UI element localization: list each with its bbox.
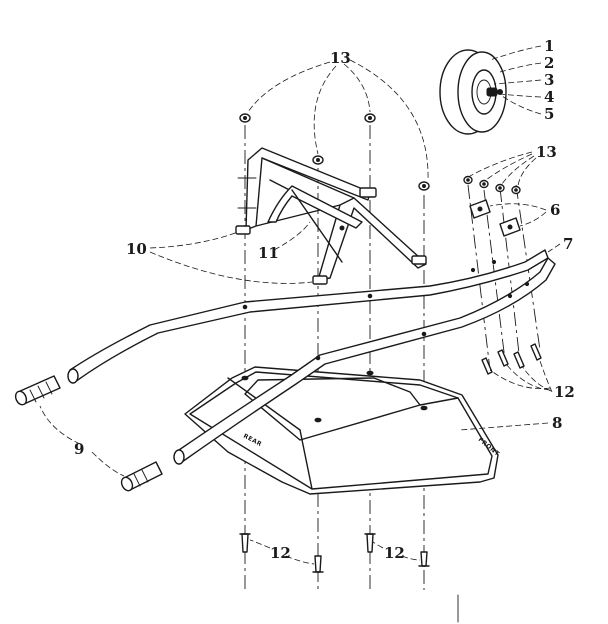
callout-3: 3 bbox=[544, 71, 554, 89]
callout-1: 1 bbox=[544, 37, 554, 55]
callout-12-right: 12 bbox=[554, 383, 575, 401]
wheelbarrow-tray: REAR FRONT bbox=[184, 366, 501, 495]
callout-13-right: 13 bbox=[536, 143, 557, 161]
hex-nuts bbox=[239, 113, 521, 195]
wheel-assembly bbox=[439, 49, 507, 135]
axle-brackets bbox=[469, 199, 521, 237]
callout-9: 9 bbox=[74, 440, 84, 458]
hand-grips bbox=[14, 375, 163, 492]
handle-frame bbox=[67, 249, 556, 465]
callout-4: 4 bbox=[544, 88, 554, 106]
callout-13-top: 13 bbox=[330, 49, 351, 67]
callout-12-bottom-left: 12 bbox=[270, 544, 291, 562]
callout-8: 8 bbox=[552, 414, 562, 432]
callout-12-bottom-right: 12 bbox=[384, 544, 405, 562]
bolts-right bbox=[481, 343, 542, 375]
callout-6: 6 bbox=[550, 201, 560, 219]
callout-11: 11 bbox=[258, 244, 279, 262]
callout-10: 10 bbox=[126, 240, 147, 258]
callout-5: 5 bbox=[544, 105, 554, 123]
brace bbox=[267, 185, 363, 263]
bolts-bottom bbox=[239, 533, 430, 573]
callout-7: 7 bbox=[563, 235, 573, 253]
callout-labels: 13 1 2 3 4 5 13 6 7 10 11 12 8 9 12 12 bbox=[74, 37, 575, 562]
callout-2: 2 bbox=[544, 54, 554, 72]
leader-lines bbox=[39, 45, 561, 565]
